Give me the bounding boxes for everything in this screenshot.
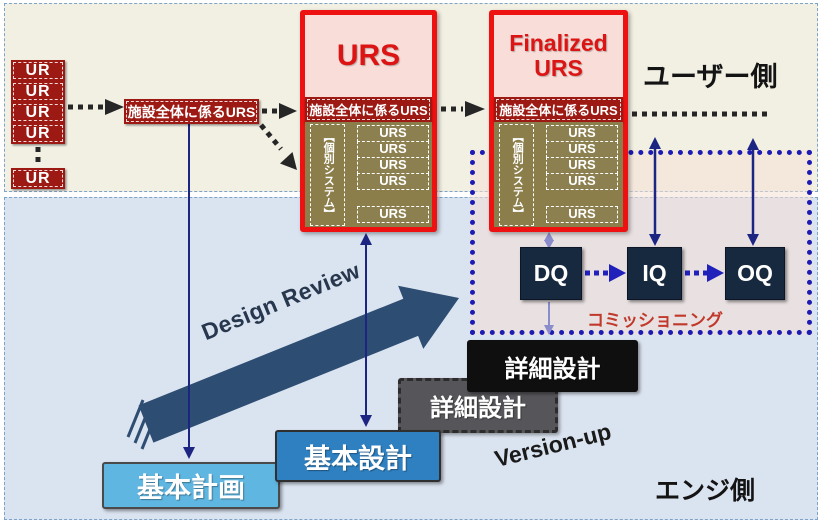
individual-system-label: 【個別システム】 [499, 124, 534, 226]
urs-item: URS [546, 173, 618, 190]
dq-box: DQ [520, 247, 582, 300]
finalized-facility-bar: 施設全体に係るURS [494, 97, 623, 122]
urs-item: URS [357, 141, 429, 158]
ur-box: UR [11, 60, 65, 81]
facility-urs-box: 施設全体に係るURS [124, 99, 259, 124]
urs-item: URS [357, 125, 429, 142]
urs-item: URS [357, 173, 429, 190]
ur-box: UR [11, 102, 65, 123]
urs-title: URS [336, 39, 401, 72]
basic-plan-box: 基本計画 [102, 462, 280, 509]
finalized-urs-title: Finalized URS [509, 29, 608, 81]
ur-box: UR [11, 168, 65, 189]
engineering-side-label: エンジ側 [655, 477, 756, 505]
urs-box: URS 施設全体に係るURS 【個別システム】 URS URS URS URS … [300, 10, 437, 232]
finalized-systems-area: 【個別システム】 URS URS URS URS URS [494, 122, 623, 227]
urs-item: URS [546, 206, 618, 223]
oq-box: OQ [725, 247, 785, 300]
urs-item: URS [357, 157, 429, 174]
iq-box: IQ [627, 247, 682, 300]
detail-design-box: 詳細設計 [467, 340, 638, 392]
urs-systems-area: 【個別システム】 URS URS URS URS URS [305, 122, 432, 227]
user-side-label: ユーザー側 [643, 62, 778, 92]
commissioning-label: コミッショニング [587, 311, 723, 330]
urs-item: URS [546, 157, 618, 174]
ur-box: UR [11, 81, 65, 102]
ur-box: UR [11, 123, 65, 144]
urs-item: URS [546, 125, 618, 142]
finalized-urs-box: Finalized URS 施設全体に係るURS 【個別システム】 URS UR… [489, 10, 628, 232]
urs-item: URS [546, 141, 618, 158]
individual-system-label: 【個別システム】 [310, 124, 345, 226]
urs-item: URS [357, 206, 429, 223]
urs-facility-bar: 施設全体に係るURS [305, 97, 432, 122]
basic-design-box: 基本設計 [275, 430, 441, 482]
